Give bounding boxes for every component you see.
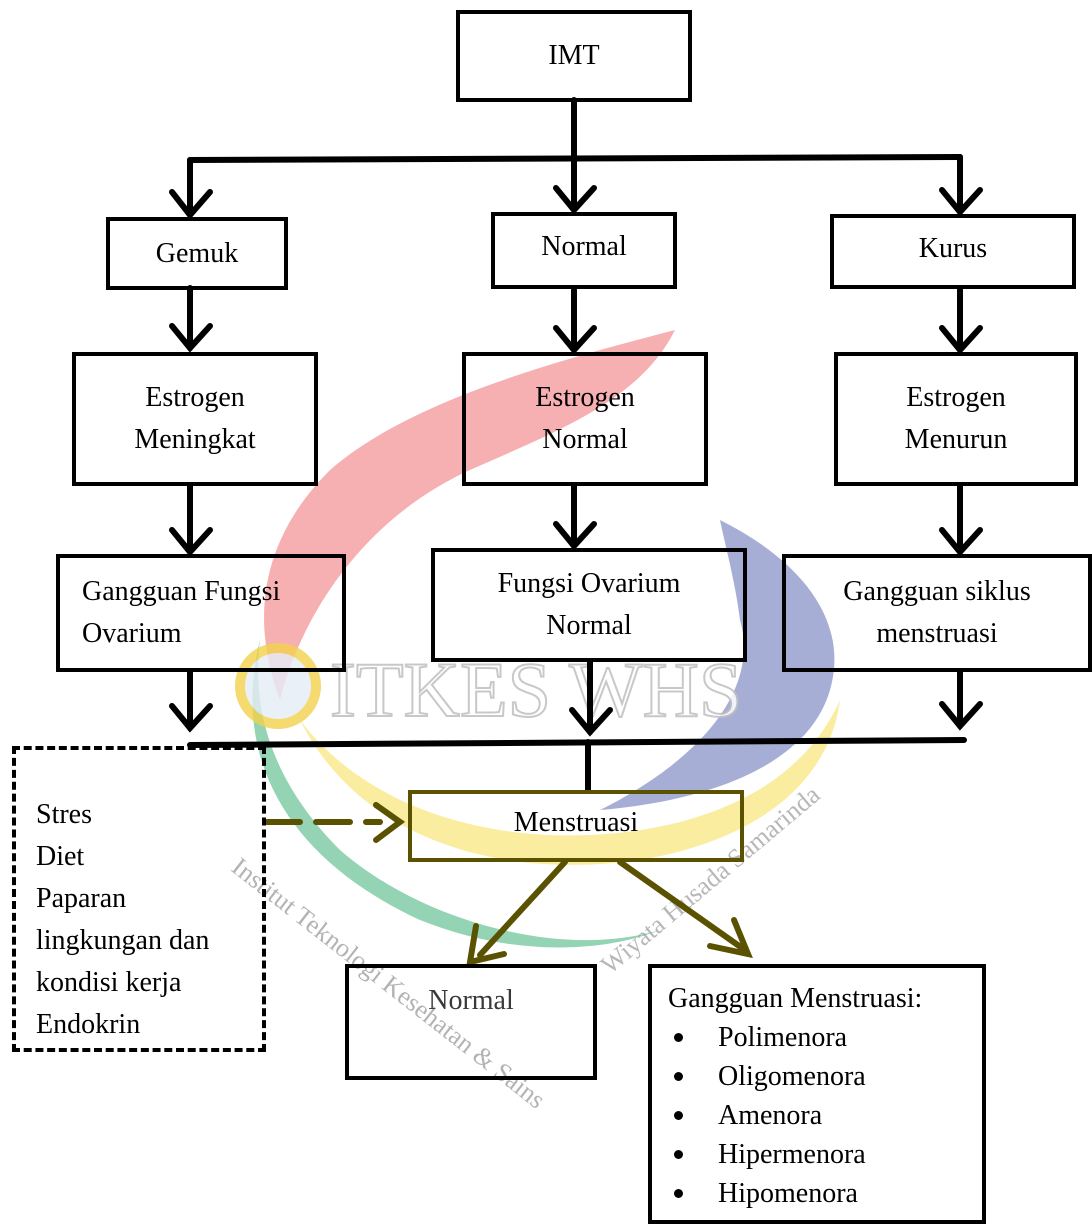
node-estrogen-normal-line1: Estrogen [535, 382, 635, 413]
node-gangguan-siklus-menstruasi: Gangguan siklus menstruasi [782, 554, 1092, 672]
faktor-item: Endokrin [36, 1009, 141, 1040]
node-estrogen-meningkat: Estrogen Meningkat [72, 352, 318, 486]
faktor-item: kondisi kerja [36, 967, 182, 998]
node-estrogen-menurun-line2: Menurun [904, 424, 1008, 455]
connector-merge-horizontal [187, 737, 967, 748]
node-kurus-label: Kurus [918, 232, 988, 264]
bullet-icon [674, 1150, 683, 1159]
watermark-red-swoosh [264, 330, 675, 700]
node-normal-bottom: Normal [345, 964, 597, 1080]
arrowhead-gangguan-siklus [939, 527, 983, 557]
gangguan-menstruasi-title: Gangguan Menstruasi: [668, 983, 923, 1014]
arrowhead-estrogen-normal [553, 325, 597, 355]
gangguan-menstruasi-item: Oligomenora [718, 1061, 866, 1092]
node-normal-top: Normal [491, 212, 677, 289]
node-normal-bottom-label: Normal [428, 985, 514, 1016]
arrowhead-gangguan-menstruasi [707, 917, 753, 959]
arrowhead-normal-bottom [466, 923, 507, 966]
node-gemuk: Gemuk [106, 217, 288, 290]
connector-to-normal-bottom [477, 859, 568, 958]
gangguan-menstruasi-item: Hipermenora [718, 1139, 866, 1170]
arrowhead-kurus [939, 187, 983, 217]
bullet-icon [674, 1072, 683, 1081]
faktor-item: Paparan [36, 883, 127, 914]
node-kurus: Kurus [830, 214, 1076, 289]
node-gangguan-fungsi-ovarium-line1: Gangguan Fungsi [82, 576, 281, 607]
arrowhead-fungsi-ovarium [553, 521, 597, 551]
node-gangguan-siklus-line2: menstruasi [876, 618, 998, 649]
node-fungsi-ovarium-normal-line2: Normal [546, 610, 632, 641]
arrowhead-factors [373, 802, 406, 843]
arrowhead-estrogen-menurun [939, 325, 983, 355]
node-estrogen-menurun: Estrogen Menurun [834, 352, 1078, 486]
bullet-icon [674, 1033, 683, 1042]
node-estrogen-meningkat-line2: Meningkat [134, 424, 256, 455]
connector-to-gangguan-menstruasi [617, 859, 745, 951]
watermark-globe [235, 643, 321, 729]
gangguan-menstruasi-item: Polimenora [718, 1022, 848, 1053]
node-imt-label: IMT [548, 40, 600, 71]
bullet-icon [674, 1189, 683, 1198]
gangguan-menstruasi-item: Amenora [718, 1100, 823, 1131]
node-normal-top-label: Normal [541, 230, 627, 262]
arrowhead-left-merge [169, 703, 213, 733]
node-gangguan-fungsi-ovarium: Gangguan Fungsi Ovarium [56, 554, 346, 672]
arrowhead-estrogen-meningkat [169, 323, 213, 353]
node-gangguan-siklus-line1: Gangguan siklus [843, 576, 1031, 607]
node-imt: IMT [456, 10, 692, 102]
arrowhead-middle-merge [569, 707, 613, 737]
arrowhead-right-merge [939, 701, 983, 731]
arrowhead-gangguan-ovarium [169, 527, 213, 557]
arrowhead-gemuk [169, 189, 213, 220]
node-estrogen-normal-line2: Normal [542, 424, 628, 455]
arrowhead-normal-top [553, 185, 597, 215]
faktor-item: Diet [36, 841, 85, 872]
bullet-icon [674, 1111, 683, 1120]
node-estrogen-normal: Estrogen Normal [462, 352, 708, 486]
faktor-item: Stres [36, 799, 92, 830]
node-gemuk-label: Gemuk [155, 237, 239, 269]
node-gangguan-fungsi-ovarium-line2: Ovarium [82, 618, 182, 649]
watermark-yellow-swoosh [300, 700, 840, 865]
gangguan-menstruasi-item: Hipomenora [718, 1178, 858, 1209]
node-fungsi-ovarium-normal: Fungsi Ovarium Normal [431, 548, 747, 662]
node-menstruasi: Menstruasi [408, 790, 744, 862]
node-estrogen-meningkat-line1: Estrogen [145, 382, 245, 413]
node-menstruasi-label: Menstruasi [513, 807, 639, 838]
watermark-green-swoosh [252, 640, 661, 948]
faktor-item: lingkungan dan [36, 925, 210, 956]
node-estrogen-menurun-line1: Estrogen [906, 382, 1006, 413]
watermark-blue-swoosh [600, 520, 835, 810]
node-fungsi-ovarium-normal-line1: Fungsi Ovarium [497, 568, 681, 599]
node-faktor-lain [12, 746, 266, 1052]
